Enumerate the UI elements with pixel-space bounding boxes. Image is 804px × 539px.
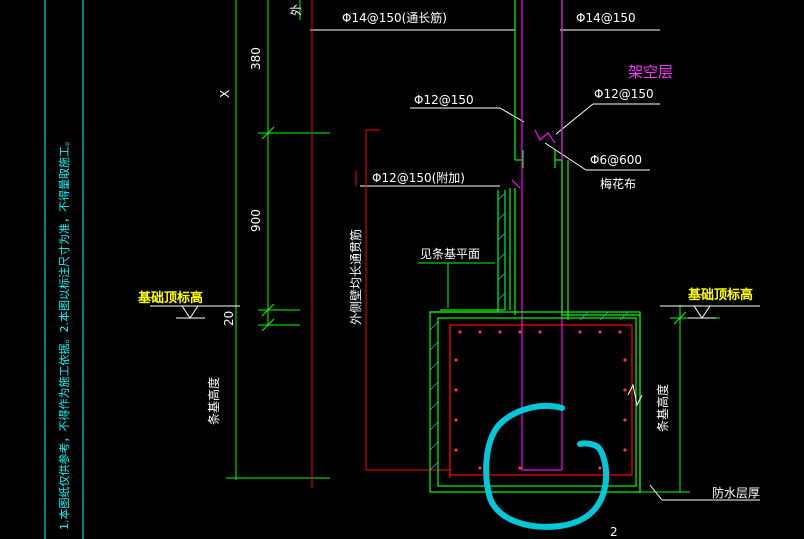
column-rebar	[511, 0, 563, 471]
right-dimension	[627, 305, 720, 493]
waterproof-leader	[649, 484, 760, 501]
rebar-dots	[454, 330, 627, 470]
overhead-floor-label: 架空层	[628, 63, 673, 81]
see-plan-label: 见条基平面	[420, 247, 480, 261]
side-note-text: 1.本图纸仅供参考，不得作为施工依据。2.本图以标注尺寸为准，不得量取施工。	[57, 135, 71, 530]
red-guides	[311, 0, 450, 488]
dim-380: 380	[249, 47, 263, 70]
quincunx-label: 梅花布	[600, 176, 636, 191]
side-note-strip: 1.本图纸仅供参考，不得作为施工依据。2.本图以标注尺寸为准，不得量取施工。	[44, 0, 84, 539]
fnd-level-right	[660, 305, 760, 319]
bar-12-right-label: Φ12@150	[594, 87, 654, 101]
added-bar-label: Φ12@150(附加)	[372, 171, 465, 185]
foundation-rebar	[449, 324, 633, 478]
upper-leaders	[310, 29, 660, 187]
foundation-outline	[429, 311, 641, 493]
wall-hatch	[429, 192, 629, 471]
bar-12-left-label: Φ12@150	[414, 93, 474, 107]
left-dimension-chain	[226, 0, 330, 480]
top-partial-text: 外	[289, 4, 303, 16]
fnd-top-label-right: 基础顶标高	[687, 287, 753, 303]
highlight-annotation	[483, 403, 610, 530]
fnd-height-left: 条基高度	[206, 377, 221, 425]
see-plan-leader	[418, 262, 495, 308]
stirrup-label: Φ6@600	[590, 153, 642, 167]
fnd-height-right: 条基高度	[655, 384, 670, 432]
outer-edge-length-label: 外侧壁均长通贯筋	[348, 229, 363, 325]
waterproof-label: 防水层厚	[712, 485, 760, 500]
fnd-top-label-left: 基础顶标高	[137, 290, 203, 306]
top-bar-left-label: Φ14@150(通长筋)	[342, 10, 447, 25]
bottom-mark: 2	[610, 525, 618, 539]
top-bar-right-label: Φ14@150	[576, 11, 636, 25]
stepped-wall	[430, 160, 640, 320]
dim-20: 20	[222, 311, 236, 326]
x-mark: X	[218, 90, 232, 98]
fnd-level-left	[150, 305, 240, 319]
dim-900: 900	[249, 209, 263, 232]
